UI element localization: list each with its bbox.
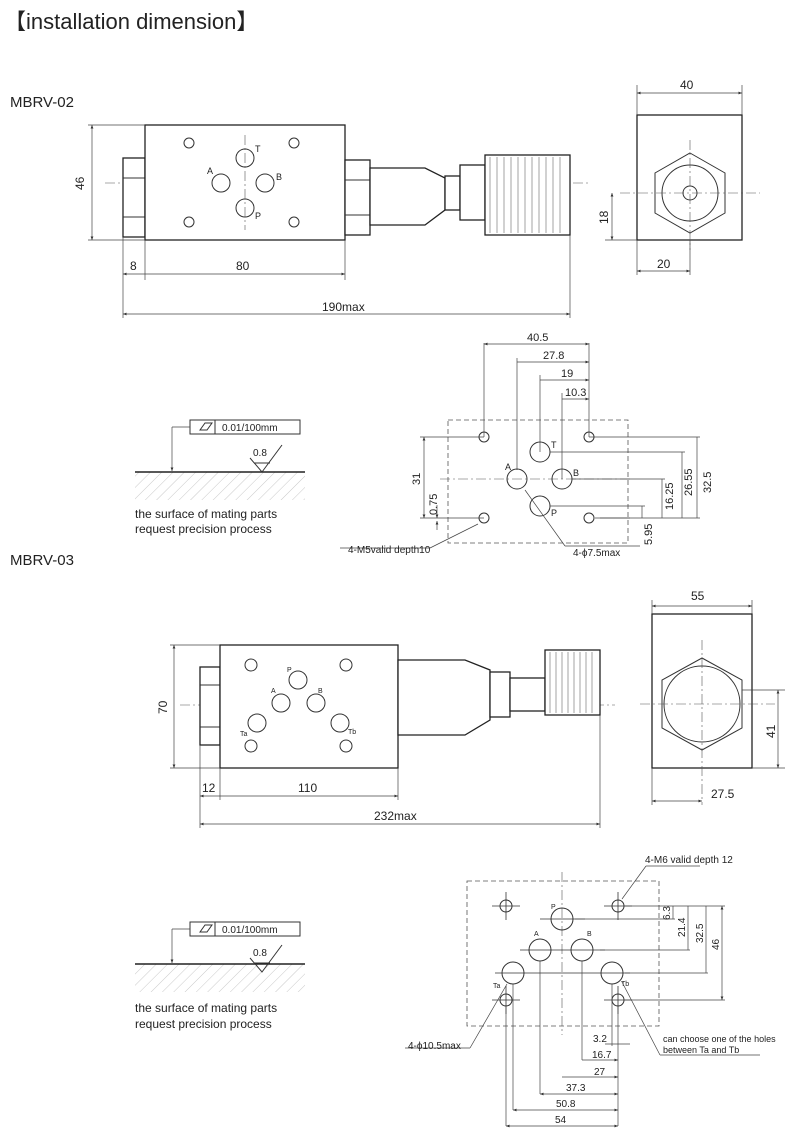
svg-text:the surface of mating parts: the surface of mating parts — [135, 1001, 277, 1015]
svg-text:can choose one of the holes: can choose one of the holes — [663, 1034, 776, 1044]
mbrv03-mounting-pattern: P A B Ta Tb 6.3 21.4 32.5 46 3.2 16.7 27… — [405, 855, 776, 1128]
svg-text:12: 12 — [202, 781, 216, 795]
svg-text:232max: 232max — [374, 809, 417, 823]
svg-text:A: A — [505, 462, 511, 472]
svg-text:8: 8 — [130, 259, 137, 273]
svg-text:32.5: 32.5 — [695, 923, 706, 943]
svg-text:21.4: 21.4 — [677, 917, 688, 937]
mbrv03-side-view: P A B Ta Tb 70 12 110 232max — [156, 644, 615, 828]
svg-text:request precision process: request precision process — [135, 522, 272, 536]
svg-text:P: P — [287, 667, 292, 674]
svg-text:B: B — [276, 172, 282, 182]
svg-text:70: 70 — [156, 700, 170, 714]
svg-text:A: A — [271, 688, 276, 695]
svg-text:26.55: 26.55 — [683, 468, 695, 496]
svg-text:0.75: 0.75 — [428, 494, 440, 515]
svg-text:B: B — [573, 468, 579, 478]
svg-text:190max: 190max — [322, 300, 365, 314]
mbrv02-tolerance: 0.01/100mm 0.8 the surface of mating par… — [135, 419, 305, 536]
svg-text:50.8: 50.8 — [556, 1099, 576, 1110]
svg-text:B: B — [587, 931, 592, 938]
svg-text:40.5: 40.5 — [527, 332, 548, 344]
svg-text:6.3: 6.3 — [662, 906, 673, 920]
svg-text:A: A — [534, 931, 539, 938]
svg-text:31: 31 — [411, 473, 423, 485]
svg-text:110: 110 — [298, 781, 317, 795]
svg-text:5.95: 5.95 — [643, 524, 655, 545]
svg-text:between Ta and Tb: between Ta and Tb — [663, 1045, 739, 1055]
svg-text:3.2: 3.2 — [593, 1034, 607, 1045]
svg-text:P: P — [255, 211, 261, 221]
svg-text:0.8: 0.8 — [253, 948, 267, 959]
svg-text:27: 27 — [594, 1067, 606, 1078]
svg-text:0.01/100mm: 0.01/100mm — [222, 925, 278, 936]
svg-text:the surface of mating parts: the surface of mating parts — [135, 507, 277, 521]
mbrv02-side-view: A T B P 46 8 80 190max — [73, 124, 590, 318]
svg-text:Ta: Ta — [493, 983, 501, 990]
svg-text:37.3: 37.3 — [566, 1083, 586, 1094]
mbrv02-label: MBRV-02 — [10, 94, 74, 111]
page-title: 【installation dimension】 — [4, 9, 258, 34]
svg-text:0.8: 0.8 — [253, 448, 267, 459]
svg-text:0.01/100mm: 0.01/100mm — [222, 423, 278, 434]
svg-text:55: 55 — [691, 589, 705, 603]
svg-text:4-ϕ10.5max: 4-ϕ10.5max — [408, 1041, 461, 1052]
svg-text:Ta: Ta — [240, 731, 248, 738]
svg-text:10.3: 10.3 — [565, 387, 586, 399]
svg-text:40: 40 — [680, 78, 694, 92]
svg-text:19: 19 — [561, 368, 573, 380]
svg-text:20: 20 — [657, 257, 671, 271]
svg-text:B: B — [318, 688, 323, 695]
mbrv03-label: MBRV-03 — [10, 552, 74, 569]
svg-text:16.25: 16.25 — [664, 482, 676, 510]
svg-text:T: T — [551, 440, 557, 450]
mbrv02-end-view: 40 18 20 — [597, 78, 760, 275]
svg-text:4-ϕ7.5max: 4-ϕ7.5max — [573, 548, 620, 559]
svg-text:A: A — [207, 166, 213, 176]
svg-text:P: P — [551, 508, 557, 518]
mbrv02-mounting-pattern: T A B P 40.5 27.8 19 10.3 31 0.75 32.5 — [340, 332, 714, 559]
svg-text:Tb: Tb — [621, 981, 629, 988]
svg-text:Tb: Tb — [348, 729, 356, 736]
svg-text:27.8: 27.8 — [543, 350, 564, 362]
svg-text:54: 54 — [555, 1115, 567, 1126]
svg-text:80: 80 — [236, 259, 250, 273]
svg-text:32.5: 32.5 — [702, 472, 714, 493]
svg-text:P: P — [551, 904, 556, 911]
mbrv03-tolerance: 0.01/100mm 0.8 the surface of mating par… — [135, 921, 305, 1031]
svg-text:18: 18 — [597, 210, 611, 224]
svg-text:4-M6 valid depth 12: 4-M6 valid depth 12 — [645, 855, 733, 866]
dim-height: 46 — [73, 176, 87, 190]
mbrv03-end-view: 55 41 27.5 — [640, 589, 785, 805]
svg-text:46: 46 — [711, 938, 722, 950]
svg-text:request precision process: request precision process — [135, 1017, 272, 1031]
svg-text:4-M5valid depth10: 4-M5valid depth10 — [348, 545, 431, 556]
svg-text:T: T — [255, 144, 261, 154]
svg-text:16.7: 16.7 — [592, 1050, 612, 1061]
svg-text:41: 41 — [764, 724, 778, 738]
svg-text:27.5: 27.5 — [711, 787, 735, 801]
